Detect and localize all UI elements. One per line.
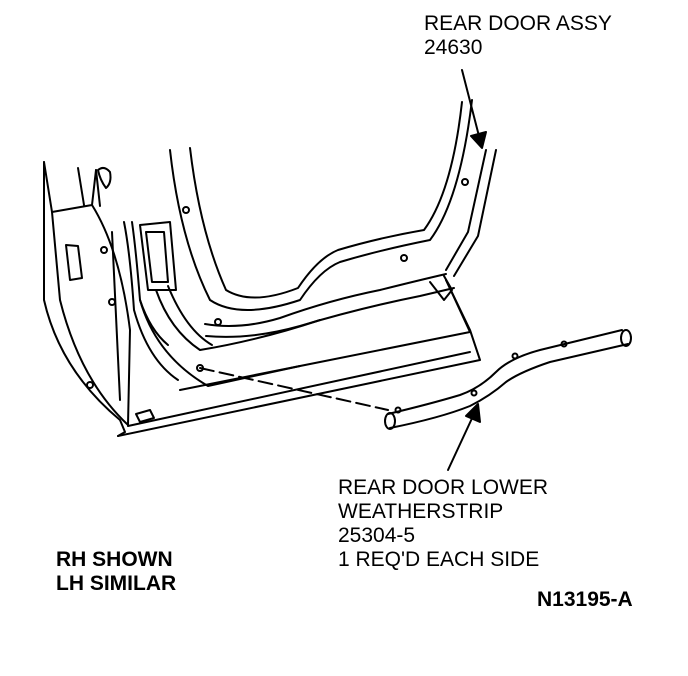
weatherstrip-name-line1: REAR DOOR LOWER: [338, 476, 549, 499]
rear-door-assy-name: REAR DOOR ASSY: [424, 12, 612, 35]
weatherstrip-label: REAR DOOR LOWER WEATHERSTRIP 25304-5 1 R…: [338, 476, 548, 572]
figure-id: N13195-A: [537, 588, 633, 611]
clip-hole: [196, 364, 204, 372]
rocker-sill: [117, 275, 481, 437]
door-inner-panel: [169, 99, 497, 338]
rear-door-assy-number: 24630: [424, 36, 483, 59]
leader-rear-door-assy: [461, 69, 487, 149]
body-pillar: [43, 161, 155, 437]
door-opening-flange: [123, 221, 321, 387]
view-note-line2: LH SIMILAR: [56, 572, 177, 595]
alignment-dash-line: [199, 367, 389, 411]
weatherstrip-number: 25304-5: [338, 524, 416, 547]
rear-door-assy-label: REAR DOOR ASSY 24630: [424, 12, 612, 60]
view-note-line1: RH SHOWN: [56, 548, 173, 571]
lower-weatherstrip: [384, 329, 632, 430]
weatherstrip-name-line2: WEATHERSTRIP: [338, 500, 504, 523]
leader-weatherstrip: [447, 403, 481, 471]
view-note: RH SHOWN LH SIMILAR: [56, 548, 176, 596]
weatherstrip-qty: 1 REQ'D EACH SIDE: [338, 548, 540, 571]
